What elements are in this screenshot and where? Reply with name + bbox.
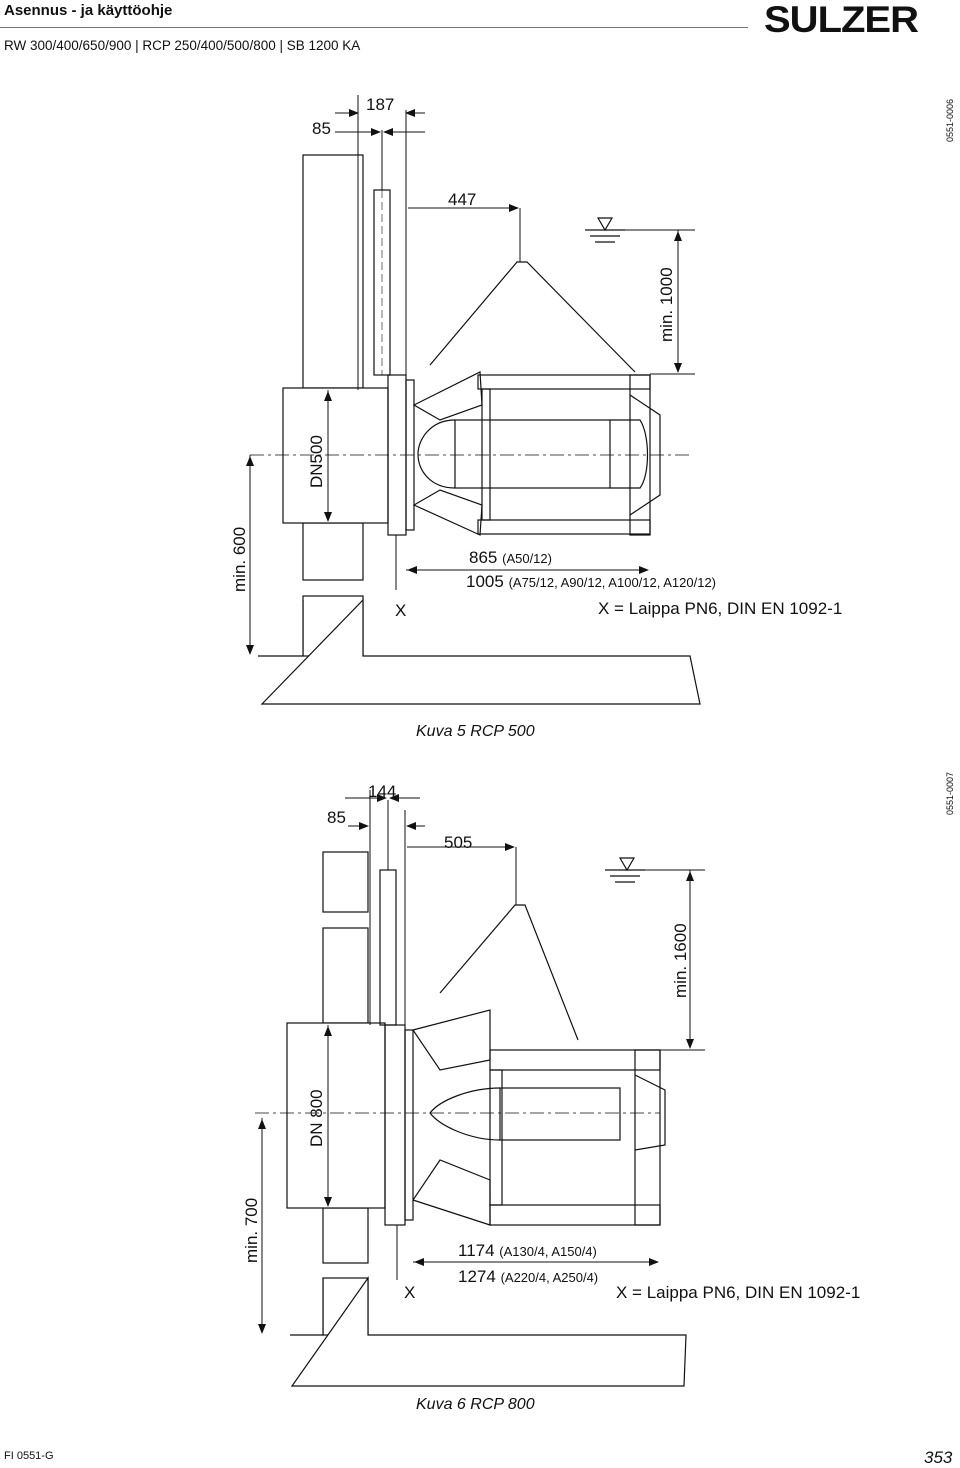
fig6-code: 0551-0007 [945,772,955,815]
figure-5-drawing: 0551-0006 85 187 447 min. 1000 DN500 min… [230,95,955,705]
figure-5-caption: Kuva 5 RCP 500 [416,723,535,740]
fig5-dim-85: 85 [312,119,331,138]
fig6-dim-85: 85 [327,808,346,827]
header-rule [0,27,748,28]
fig5-code: 0551-0006 [945,99,955,142]
fig5-dim-dn: DN500 [307,435,326,488]
fig5-dim-447: 447 [448,190,476,209]
page-number: 353 [924,1448,953,1467]
fig5-len2: 1005 (A75/12, A90/12, A100/12, A120/12) [466,572,716,591]
fig6-flange-note: X = Laippa PN6, DIN EN 1092-1 [616,1283,860,1302]
fig5-dim-187: 187 [366,95,394,114]
figure-6-drawing: 0551-0007 85 144 505 min. 1600 DN 800 mi… [242,772,955,1387]
figure-6-caption: Kuva 6 RCP 800 [416,1396,535,1413]
fig5-dim-min600: min. 600 [230,527,249,592]
sulzer-logo: SULZER [764,0,919,41]
fig5-x-mark: X [395,601,406,620]
fig6-dim-min700: min. 700 [242,1198,261,1263]
fig6-len2: 1274 (A220/4, A250/4) [458,1267,598,1286]
fig5-dim-min1000: min. 1000 [657,267,676,342]
fig5-len1: 865 (A50/12) [469,548,552,567]
document-title: Asennus - ja käyttöohje [4,2,173,19]
fig6-len1: 1174 (A130/4, A150/4) [458,1241,597,1260]
fig6-dim-144: 144 [368,782,396,801]
fig6-dim-dn: DN 800 [307,1089,326,1147]
fig6-dim-min1600: min. 1600 [671,923,690,998]
document-subtitle: RW 300/400/650/900 | RCP 250/400/500/800… [4,38,361,53]
footer-document-code: FI 0551-G [4,1450,54,1462]
fig5-flange-note: X = Laippa PN6, DIN EN 1092-1 [598,599,842,618]
fig6-dim-505: 505 [444,833,472,852]
fig6-x-mark: X [404,1283,415,1302]
